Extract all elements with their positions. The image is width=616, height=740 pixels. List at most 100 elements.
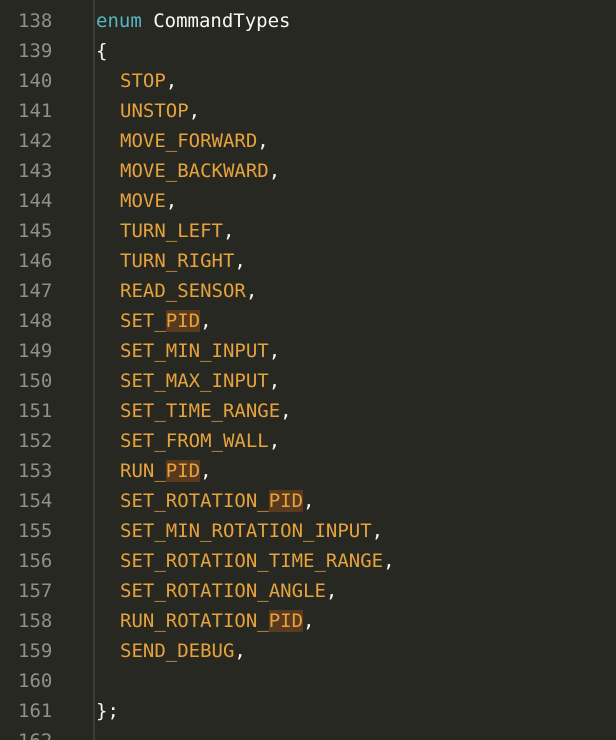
code-line[interactable]: 160 [0,666,616,696]
comma-token: , [222,220,235,242]
enum-member-token: MOVE_FORWARD [120,130,258,152]
search-highlight: PID [268,610,304,632]
comma-token: , [268,370,281,392]
code-text: RUN_PID, [96,456,212,486]
code-line[interactable]: 148 SET_PID, [0,306,616,336]
line-number: 161 [18,700,53,722]
line-number: 140 [18,70,53,92]
line-number: 154 [18,490,53,512]
line-number: 144 [18,190,53,212]
gutter-divider [93,0,95,740]
comma-token: , [280,400,292,422]
code-line[interactable]: 154 SET_ROTATION_PID, [0,486,616,516]
comma-token: , [303,610,315,632]
comma-token: , [268,160,281,182]
line-number: 143 [18,160,53,182]
code-line[interactable]: 153 RUN_PID, [0,456,616,486]
enum-member-token: MOVE_BACKWARD [120,160,269,182]
code-line[interactable]: 152 SET_FROM_WALL, [0,426,616,456]
code-line[interactable]: 159 SEND_DEBUG, [0,636,616,666]
code-line[interactable]: 139 { [0,36,616,66]
enum-member-token: SET_ROTATION_ANGLE [120,580,326,602]
line-number: 159 [18,640,53,662]
code-line[interactable]: 162 [0,726,616,740]
code-line[interactable]: 150 SET_MAX_INPUT, [0,366,616,396]
code-line[interactable]: 157 SET_ROTATION_ANGLE, [0,576,616,606]
comma-token: , [165,190,178,212]
line-number: 145 [18,220,53,242]
line-number: 152 [18,430,53,452]
code-line[interactable]: 141 UNSTOP, [0,96,616,126]
comma-token: , [303,490,315,512]
comma-token: , [383,550,395,572]
comma-token: , [245,280,258,302]
code-text: TURN_LEFT, [96,216,234,246]
code-text: SET_MIN_INPUT, [96,336,280,366]
comma-token: , [268,430,281,452]
line-number: 157 [18,580,53,602]
code-text: { [96,36,107,66]
comma-token: , [268,340,281,362]
keyword-token: enum [96,10,142,32]
code-text: SEND_DEBUG, [96,636,246,666]
code-line[interactable]: 161}; [0,696,616,726]
code-text: enum CommandTypes [96,6,290,36]
code-line[interactable]: 142 MOVE_FORWARD, [0,126,616,156]
enum-member-token: RUN_ROTATION_ [120,610,269,632]
comma-token: , [165,70,178,92]
code-text: UNSTOP, [96,96,200,126]
enum-member-token: SET_MIN_ROTATION_INPUT [120,520,372,542]
code-text: }; [96,696,119,726]
enum-member-token: RUN_ [120,460,166,482]
code-line[interactable]: 144 MOVE, [0,186,616,216]
code-line[interactable]: 145 TURN_LEFT, [0,216,616,246]
enum-member-token: SET_ [120,310,166,332]
enum-member-token: UNSTOP [120,100,189,122]
code-text: SET_ROTATION_ANGLE, [96,576,337,606]
line-number: 153 [18,460,53,482]
comma-token: , [325,580,338,602]
search-highlight: PID [165,460,201,482]
code-text: SET_PID, [96,306,212,336]
comma-token: , [200,310,212,332]
enum-member-token: TURN_RIGHT [120,250,235,272]
type-name-token: CommandTypes [141,10,291,32]
code-text: STOP, [96,66,177,96]
code-text: SET_MAX_INPUT, [96,366,280,396]
code-text: MOVE_FORWARD, [96,126,269,156]
comma-token: , [234,250,246,272]
line-number: 148 [18,310,53,332]
comma-token: , [234,640,246,662]
line-number: 139 [18,40,53,62]
code-text: MOVE, [96,186,177,216]
code-text: RUN_ROTATION_PID, [96,606,315,636]
code-line[interactable]: 143 MOVE_BACKWARD, [0,156,616,186]
code-text: SET_MIN_ROTATION_INPUT, [96,516,383,546]
code-text: SET_FROM_WALL, [96,426,280,456]
code-text: MOVE_BACKWARD, [96,156,280,186]
enum-member-token: SEND_DEBUG [120,640,235,662]
enum-member-token: SET_ROTATION_TIME_RANGE [120,550,384,572]
code-text: READ_SENSOR, [96,276,257,306]
punctuation-token: { [96,40,108,62]
code-line[interactable]: 140 STOP, [0,66,616,96]
line-number: 162 [18,726,66,740]
line-number: 150 [18,370,53,392]
line-number: 142 [18,130,53,152]
code-text: SET_ROTATION_PID, [96,486,315,516]
code-text: SET_ROTATION_TIME_RANGE, [96,546,395,576]
code-line[interactable]: 158 RUN_ROTATION_PID, [0,606,616,636]
line-number: 141 [18,100,53,122]
search-highlight: PID [268,490,304,512]
comma-token: , [257,130,269,152]
line-number: 158 [18,610,53,632]
enum-member-token: SET_TIME_RANGE [120,400,281,422]
